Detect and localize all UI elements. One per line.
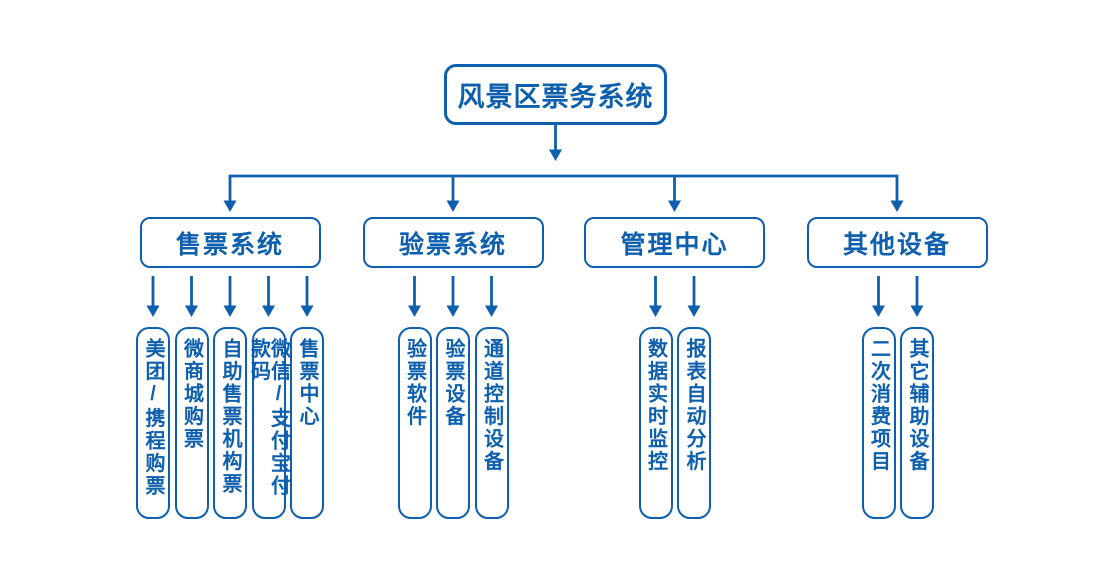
leaf-node: 报表自动分析 (677, 327, 711, 519)
branch-node-other-equipment: 其他设备 (806, 217, 988, 268)
leaf-node: 验票设备 (436, 327, 470, 519)
leaf-node: 验票软件 (397, 327, 432, 519)
leaf-node: 其它辅助设备 (900, 327, 934, 519)
branch-node-ticket-sales: 售票系统 (139, 217, 321, 268)
root-node: 风景区票务系统 (444, 64, 667, 125)
leaf-node: 自助售票机构票 (213, 327, 247, 519)
leaf-node: 通道控制设备 (474, 327, 509, 519)
leaf-node: 售票中心 (290, 327, 324, 519)
branch-node-ticket-inspection: 验票系统 (362, 217, 544, 268)
leaf-node: 美团/携程购票 (136, 327, 170, 519)
leaf-node: 微商城购票 (174, 327, 209, 519)
branch-node-management-center: 管理中心 (584, 217, 765, 268)
leaf-node: 数据实时监控 (638, 327, 673, 519)
leaf-node: 微信/支付宝付款码 (248, 327, 290, 519)
leaf-node: 二次消费项目 (861, 327, 896, 519)
